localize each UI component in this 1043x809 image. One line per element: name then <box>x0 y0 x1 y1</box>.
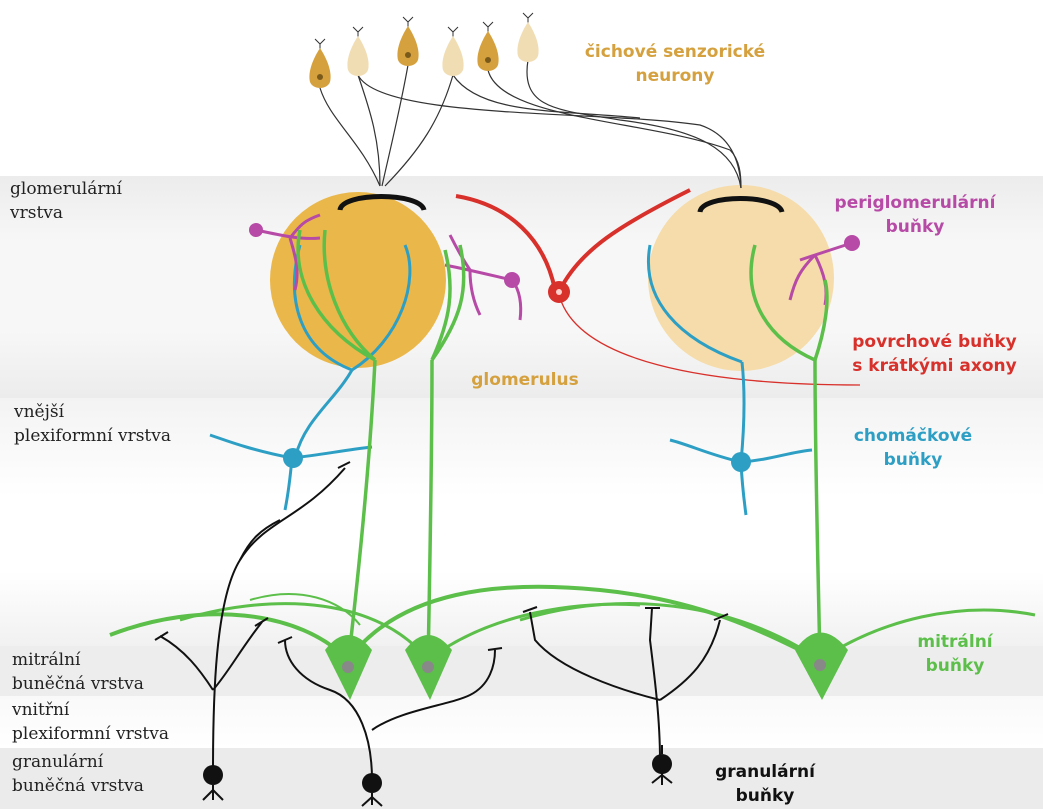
periglomerular-label: periglomerulární buňky <box>815 191 1015 239</box>
tufted-cells-label: chomáčkové buňky <box>838 424 988 472</box>
label-line: čichové senzorické <box>560 40 790 64</box>
granule-cell-layer-label: granulární buněčná vrstva <box>12 750 144 798</box>
label-line: plexiformní vrstva <box>12 722 169 746</box>
label-line: glomerulární <box>10 177 122 201</box>
label-line: mitrální <box>890 630 1020 654</box>
olfactory-sensory-neurons <box>309 13 538 88</box>
inner-plexiform-layer-label: vnitřní plexiformní vrstva <box>12 698 169 746</box>
sensory-neuron <box>477 22 498 71</box>
label-line: vrstva <box>10 201 122 225</box>
sensory-neuron <box>517 13 538 62</box>
label-line: neurony <box>560 64 790 88</box>
glomerulus-right <box>648 185 834 371</box>
label-line: buňky <box>690 784 840 808</box>
sensory-neuron <box>309 39 330 88</box>
label-line: vnitřní <box>12 698 169 722</box>
label-line: buňky <box>838 448 988 472</box>
label-line: povrchové buňky <box>832 330 1037 354</box>
mitral-cells-label: mitrální buňky <box>890 630 1020 678</box>
outer-plexiform-layer-label: vnější plexiformní vrstva <box>14 400 171 448</box>
label-line: buňky <box>815 215 1015 239</box>
label-line: granulární <box>12 750 144 774</box>
label-line: granulární <box>690 760 840 784</box>
sensory-neurons-label: čichové senzorické neurony <box>560 40 790 88</box>
sensory-neuron <box>397 17 418 66</box>
mitral-cell-layer-label: mitrální buněčná vrstva <box>12 648 144 696</box>
sensory-neuron <box>442 27 463 76</box>
glomerulus-label: glomerulus <box>450 368 600 392</box>
granule-cells-label: granulární buňky <box>690 760 840 808</box>
label-line: buňky <box>890 654 1020 678</box>
glomerular-layer-label: glomerulární vrstva <box>10 177 122 225</box>
label-line: mitrální <box>12 648 144 672</box>
label-line: vnější <box>14 400 171 424</box>
label-line: buněčná vrstva <box>12 672 144 696</box>
label-line: buněčná vrstva <box>12 774 144 798</box>
short-axon-cells-label: povrchové buňky s krátkými axony <box>832 330 1037 378</box>
sensory-neuron <box>347 27 368 76</box>
label-line: glomerulus <box>450 368 600 392</box>
mitral-somas <box>325 633 848 701</box>
granule-cells <box>155 462 728 806</box>
label-line: s krátkými axony <box>832 354 1037 378</box>
label-line: plexiformní vrstva <box>14 424 171 448</box>
label-line: chomáčkové <box>838 424 988 448</box>
label-line: periglomerulární <box>815 191 1015 215</box>
